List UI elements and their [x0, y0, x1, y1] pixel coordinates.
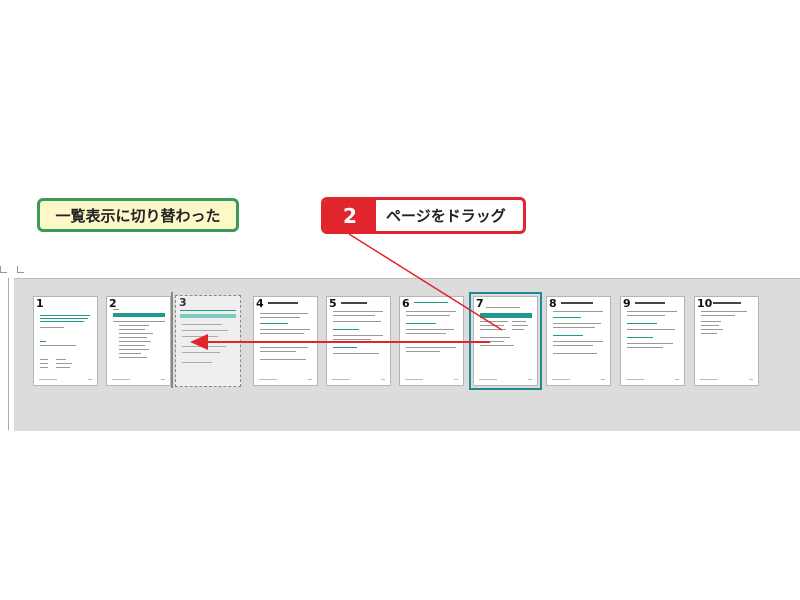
slide-thumbnail-2[interactable]: 2 — [106, 296, 171, 386]
corner-mark-right — [17, 266, 24, 273]
slide-number: 9 — [623, 297, 631, 310]
corner-mark-left — [0, 266, 7, 273]
note-callout: 一覧表示に切り替わった — [37, 198, 239, 232]
slide-number: 5 — [329, 297, 337, 310]
step-callout: 2 ページをドラッグ — [321, 197, 526, 234]
slide-number: 8 — [549, 297, 557, 310]
slide-number: 3 — [179, 296, 187, 309]
callout-leader-line — [348, 233, 503, 331]
slide-number: 4 — [256, 297, 264, 310]
slide-number: 10 — [697, 297, 713, 310]
window-left-edge — [8, 278, 9, 430]
drop-insertion-line — [171, 292, 173, 388]
slide-number: 6 — [402, 297, 410, 310]
slide-number: 7 — [476, 297, 484, 310]
slide-thumbnail-1[interactable]: 1 — [33, 296, 98, 386]
step-text: ページをドラッグ — [386, 207, 506, 225]
slide-number: 1 — [36, 297, 44, 310]
slide-thumbnail-8[interactable]: 8 — [546, 296, 611, 386]
slide-number: 2 — [109, 297, 117, 310]
slide-thumbnail-9[interactable]: 9 — [620, 296, 685, 386]
step-number: 2 — [324, 200, 376, 231]
slide-thumbnail-10[interactable]: 10 — [694, 296, 759, 386]
note-callout-text: 一覧表示に切り替わった — [55, 206, 221, 225]
drag-arrow-head — [190, 334, 208, 350]
